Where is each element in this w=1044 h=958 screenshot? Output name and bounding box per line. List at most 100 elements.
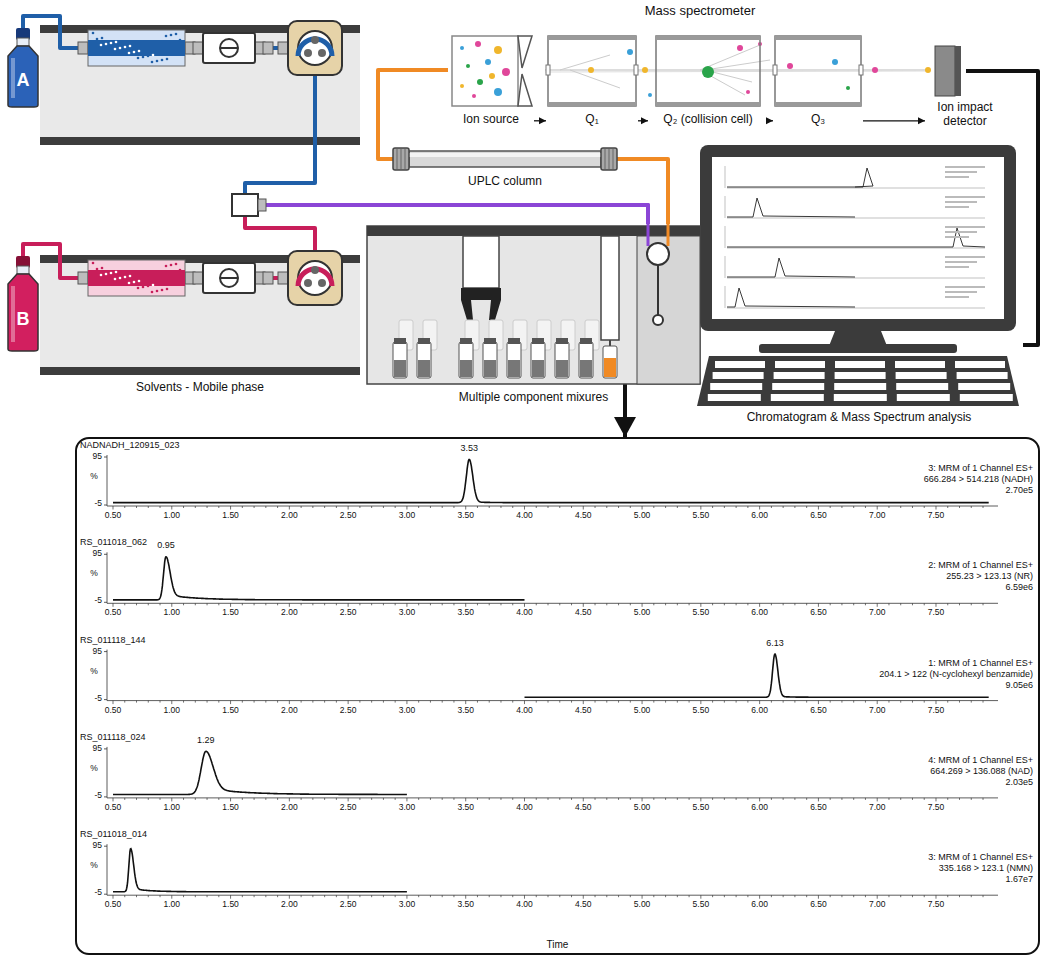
degasser-bubble: [179, 269, 182, 272]
shape: [393, 148, 617, 172]
x-tick: [653, 895, 654, 897]
x-tick: [864, 797, 865, 799]
quadrupole: Q₃: [773, 32, 863, 130]
degasser-bubble: [142, 56, 145, 59]
x-tick: [371, 603, 372, 605]
degasser-bubble: [105, 273, 108, 276]
x-tick: [911, 895, 912, 897]
degasser-bubble: [138, 280, 141, 283]
connector-path: [617, 159, 668, 224]
degasser-bubble: [96, 268, 99, 271]
key: [897, 394, 950, 401]
x-tick: [335, 700, 336, 702]
x-tick: [900, 797, 901, 799]
x-tick: [923, 700, 924, 702]
x-tick: [394, 700, 395, 702]
x-tick: [853, 797, 854, 799]
x-tick: [241, 797, 242, 799]
x-tick: [676, 603, 677, 605]
peak-time: 3.53: [460, 444, 478, 454]
peak-time: 0.95: [157, 541, 175, 551]
x-tick: [136, 603, 137, 605]
solvent-bottle: A: [4, 28, 42, 108]
x-tick: [194, 797, 195, 799]
quadrupole-box: [775, 36, 861, 106]
computer: Chromatogram & Mass Spectrum analysis: [695, 142, 1023, 428]
droplet: [489, 73, 495, 79]
key: [834, 394, 887, 401]
degasser-bubble: [129, 45, 132, 48]
x-tick: [841, 700, 842, 702]
connector-path: [534, 120, 546, 121]
tick-label: 3.00: [399, 803, 416, 812]
tube-fitting: [193, 272, 203, 284]
x-tick: [253, 895, 254, 897]
mini-axis: [725, 286, 726, 308]
x-tick: [359, 895, 360, 897]
droplet: [502, 68, 510, 76]
x-tick: [324, 797, 325, 799]
x-tick: [277, 895, 278, 897]
axis-unit: %: [90, 569, 98, 578]
flow-arrow: [768, 120, 773, 121]
x-tick: [700, 700, 701, 704]
x-tick: [618, 797, 619, 799]
key: [775, 361, 825, 368]
ion-dot: [832, 59, 838, 65]
degasser: [88, 260, 185, 296]
degasser-bubble: [147, 285, 150, 288]
x-tick: [794, 603, 795, 605]
peak-time: 1.29: [197, 736, 215, 746]
y-tick: [104, 845, 107, 846]
x-tick: [665, 895, 666, 897]
droplet: [494, 46, 502, 54]
pump-parts: [78, 251, 342, 305]
x-tick: [911, 603, 912, 605]
tick-label: 3.50: [457, 608, 474, 617]
x-tick: [277, 506, 278, 508]
node-label: Ion source: [448, 113, 534, 127]
key: [960, 394, 1013, 401]
tick-label: 1.00: [164, 803, 181, 812]
x-tick: [394, 797, 395, 799]
vial: [603, 346, 617, 378]
x-tick: [888, 700, 889, 702]
mini-trace: [727, 288, 855, 307]
node-label: UPLC column: [393, 175, 617, 189]
x-tick: [747, 797, 748, 799]
x-tick: [335, 603, 336, 605]
x-tick: [171, 700, 172, 704]
sample-loop: [653, 315, 663, 325]
valve-stem: [657, 265, 659, 316]
x-tick: [476, 895, 477, 897]
tick-label: 2.50: [340, 803, 357, 812]
x-tick: [911, 797, 912, 799]
tick-label: 0.50: [105, 511, 122, 520]
x-tick: [512, 700, 513, 702]
x-tick: [382, 797, 383, 799]
x-tick: [688, 506, 689, 508]
x-tick: [923, 797, 924, 799]
vial-sample: [556, 360, 568, 377]
x-tick: [347, 797, 348, 801]
x-tick: [277, 700, 278, 702]
degasser-bubble: [110, 272, 113, 275]
ion-dot: [588, 67, 594, 73]
x-tick: [676, 895, 677, 897]
pump-rotor: [298, 261, 332, 295]
degasser-bubble: [92, 32, 95, 35]
x-tick: [206, 603, 207, 605]
x-tick: [817, 506, 818, 510]
mini-legend: [945, 166, 985, 168]
degasser-bubble: [165, 265, 168, 268]
x-tick: [618, 506, 619, 508]
x-tick: [594, 895, 595, 897]
degasser-core: [88, 270, 185, 286]
vial-sample: [460, 360, 472, 377]
tick-label: 6.00: [751, 803, 768, 812]
x-tick: [265, 895, 266, 897]
vial-cap: [532, 338, 544, 344]
tick-label: 5.50: [693, 706, 710, 715]
x-tick: [900, 603, 901, 605]
detector-back: [955, 46, 961, 96]
